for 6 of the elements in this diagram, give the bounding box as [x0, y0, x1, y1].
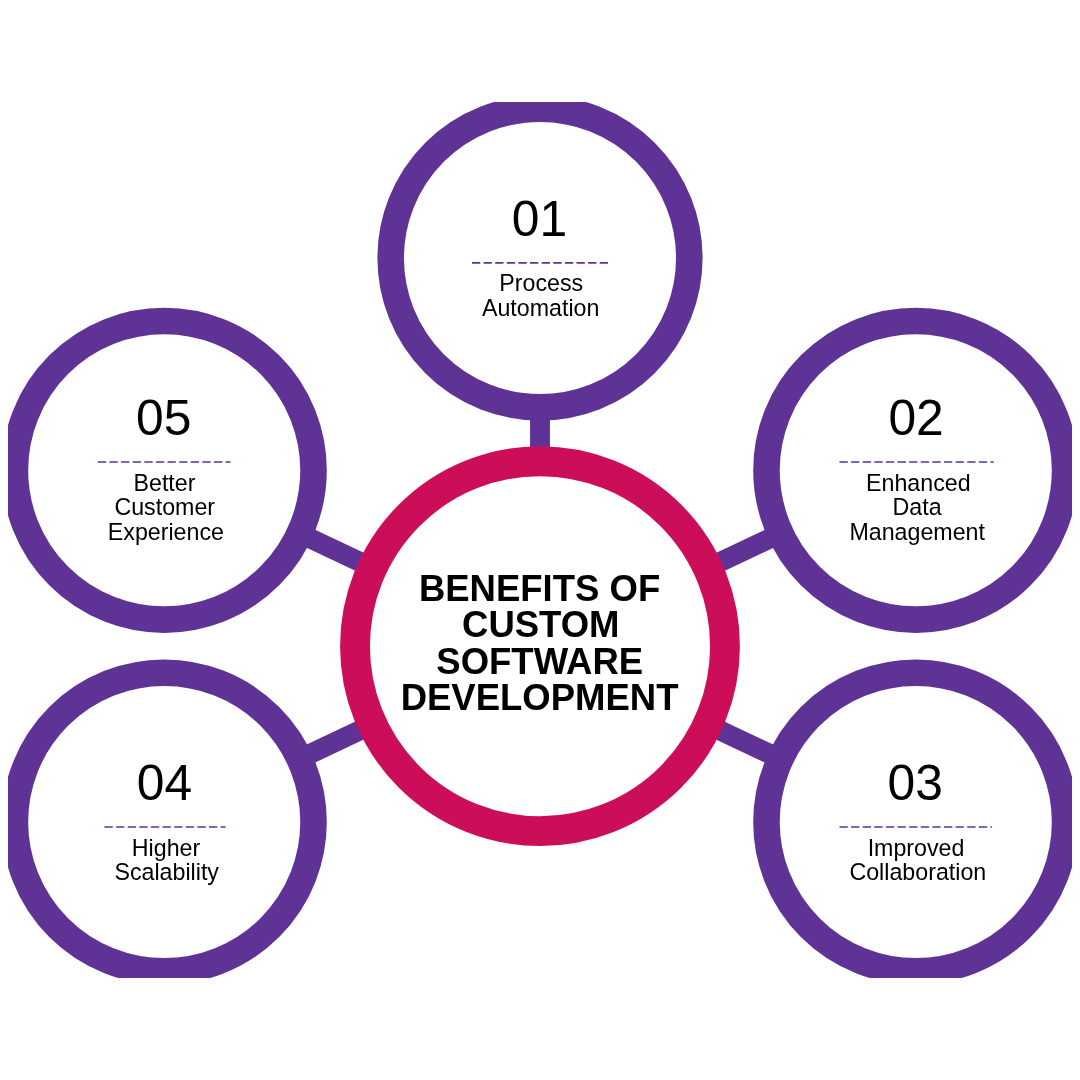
node-circle: 02 Enhanced Data Management — [753, 307, 1072, 633]
node-circle: 05 Better Customer Experience — [8, 307, 327, 633]
node-circle: 04 Higher Scalability — [8, 659, 327, 978]
node-circle: 01 Process Automation — [377, 102, 703, 421]
node-circle: 03 Improved Collaboration — [753, 659, 1072, 978]
node-circle: BENEFITS OF CUSTOM SOFTWARE DEVELOPMENT — [340, 446, 740, 847]
